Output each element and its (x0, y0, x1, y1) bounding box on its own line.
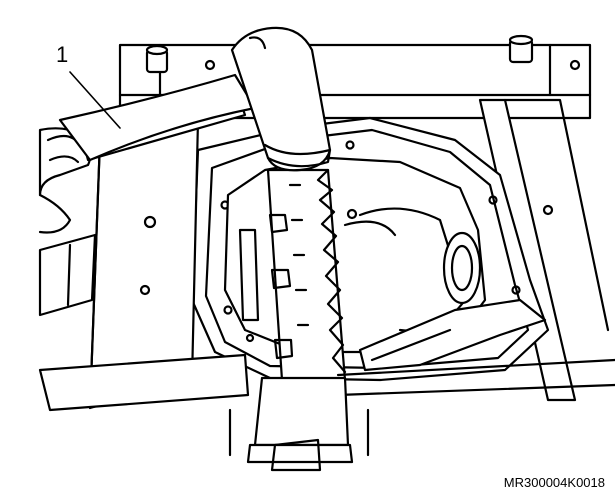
bolt-head-right (510, 36, 532, 62)
figure-code: MR300004K0018 (503, 475, 605, 490)
ring-gear (268, 170, 345, 380)
callout-leader-line (70, 72, 120, 128)
base-plate (40, 235, 615, 410)
hammer-head (232, 28, 330, 170)
clamp-arm (360, 300, 545, 370)
bolt-hole (571, 61, 579, 69)
bolt-hole (206, 61, 214, 69)
bolt-head-left (147, 46, 167, 72)
drive-shaft (230, 378, 368, 470)
callout-number: 1 (56, 42, 69, 67)
